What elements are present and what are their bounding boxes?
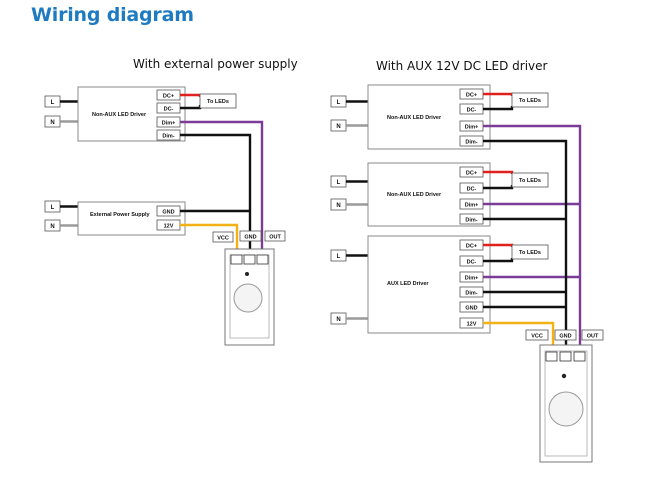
left-dimmer-gnd-label: GND	[239, 230, 262, 242]
svg-text:To LEDs: To LEDs	[207, 99, 229, 105]
svg-text:Dim-: Dim-	[465, 140, 477, 146]
svg-text:VCC: VCC	[531, 334, 543, 340]
svg-text:OUT: OUT	[587, 334, 599, 340]
svg-text:To LEDs: To LEDs	[519, 250, 541, 256]
svg-text:L: L	[337, 100, 341, 106]
left-psu-n-terminal: N	[44, 219, 61, 232]
page-title: Wiring diagram	[31, 4, 194, 26]
right-aux-to-leds: To LEDs	[511, 244, 549, 260]
left-dimmer-out-label: OUT	[264, 230, 286, 242]
svg-text:Dim-: Dim-	[465, 291, 477, 297]
svg-text:12V: 12V	[164, 224, 174, 230]
svg-text:GND: GND	[162, 210, 174, 216]
right-aux-led-driver: AUX LED Driver DC+ DC- Dim+ Dim- GND 12V	[367, 235, 491, 334]
svg-text:DC+: DC+	[466, 244, 477, 250]
left-dimmer-vcc-label: VCC	[212, 231, 234, 243]
svg-text:Non-AUX LED Driver: Non-AUX LED Driver	[387, 115, 442, 121]
svg-text:GND: GND	[244, 235, 256, 241]
svg-text:N: N	[336, 203, 340, 209]
svg-text:N: N	[336, 317, 340, 323]
left-to-leds-label: To LEDs	[199, 93, 237, 109]
right-dimmer-gnd-label: GND	[554, 329, 577, 341]
right-dimmer-vcc-label: VCC	[525, 329, 549, 341]
right-non-aux-driver-1: Non-AUX LED Driver DC+ DC- Dim+ Dim-	[367, 84, 491, 150]
svg-text:N: N	[50, 120, 54, 126]
right-non-aux-driver-2: Non-AUX LED Driver DC+ DC- Dim+ Dim-	[367, 162, 491, 227]
svg-text:N: N	[50, 224, 54, 230]
svg-text:Dim+: Dim+	[465, 125, 479, 131]
svg-text:DC-: DC-	[164, 107, 174, 113]
svg-text:Dim+: Dim+	[162, 121, 176, 127]
svg-text:12V: 12V	[467, 322, 477, 328]
svg-text:GND: GND	[465, 306, 477, 312]
svg-text:OUT: OUT	[269, 235, 281, 241]
left-mains-n-terminal: N	[44, 115, 61, 128]
svg-text:Non-AUX LED Driver: Non-AUX LED Driver	[387, 192, 442, 198]
svg-text:DC+: DC+	[163, 94, 174, 100]
svg-text:Dim-: Dim-	[465, 218, 477, 224]
left-diagram: L N L N Non-AUX LED Driver DC+ DC-	[44, 86, 286, 346]
svg-text:Dim+: Dim+	[465, 276, 479, 282]
svg-text:Dim+: Dim+	[465, 203, 479, 209]
right-driver1-to-leds: To LEDs	[511, 92, 549, 108]
svg-text:L: L	[51, 100, 55, 106]
svg-text:External Power Supply: External Power Supply	[90, 212, 151, 218]
svg-text:To LEDs: To LEDs	[519, 178, 541, 184]
svg-text:L: L	[337, 254, 341, 260]
svg-text:DC-: DC-	[467, 260, 477, 266]
svg-text:DC+: DC+	[466, 93, 477, 99]
svg-text:L: L	[51, 205, 55, 211]
svg-text:N: N	[336, 124, 340, 130]
right-driver2-to-leds: To LEDs	[511, 172, 549, 188]
svg-text:DC-: DC-	[467, 108, 477, 114]
svg-text:L: L	[337, 180, 341, 186]
left-mains-l-terminal: L	[44, 95, 61, 108]
left-external-power-supply: External Power Supply GND 12V	[77, 201, 186, 236]
svg-text:DC+: DC+	[466, 171, 477, 177]
left-dimmer-knob	[233, 283, 263, 313]
left-psu-l-terminal: L	[44, 200, 61, 213]
svg-text:AUX LED Driver: AUX LED Driver	[387, 281, 429, 287]
svg-text:DC-: DC-	[467, 187, 477, 193]
left-non-aux-driver: Non-AUX LED Driver DC+ DC- Dim+ Dim-	[77, 86, 186, 142]
left-dimmer-module	[224, 248, 275, 346]
svg-text:GND: GND	[559, 334, 571, 340]
right-dimmer-module	[539, 344, 593, 463]
svg-text:Dim-: Dim-	[162, 134, 174, 140]
right-diagram: L N L N L N Non-AUX LED Driver DC+ DC- D…	[330, 84, 604, 463]
svg-text:VCC: VCC	[217, 236, 229, 242]
right-dimmer-out-label: OUT	[581, 329, 604, 341]
right-subtitle: With AUX 12V DC LED driver	[376, 59, 548, 73]
left-subtitle: With external power supply	[133, 57, 298, 71]
right-dimmer-knob	[548, 391, 584, 427]
svg-text:Non-AUX LED Driver: Non-AUX LED Driver	[92, 112, 147, 118]
svg-text:To LEDs: To LEDs	[519, 98, 541, 104]
